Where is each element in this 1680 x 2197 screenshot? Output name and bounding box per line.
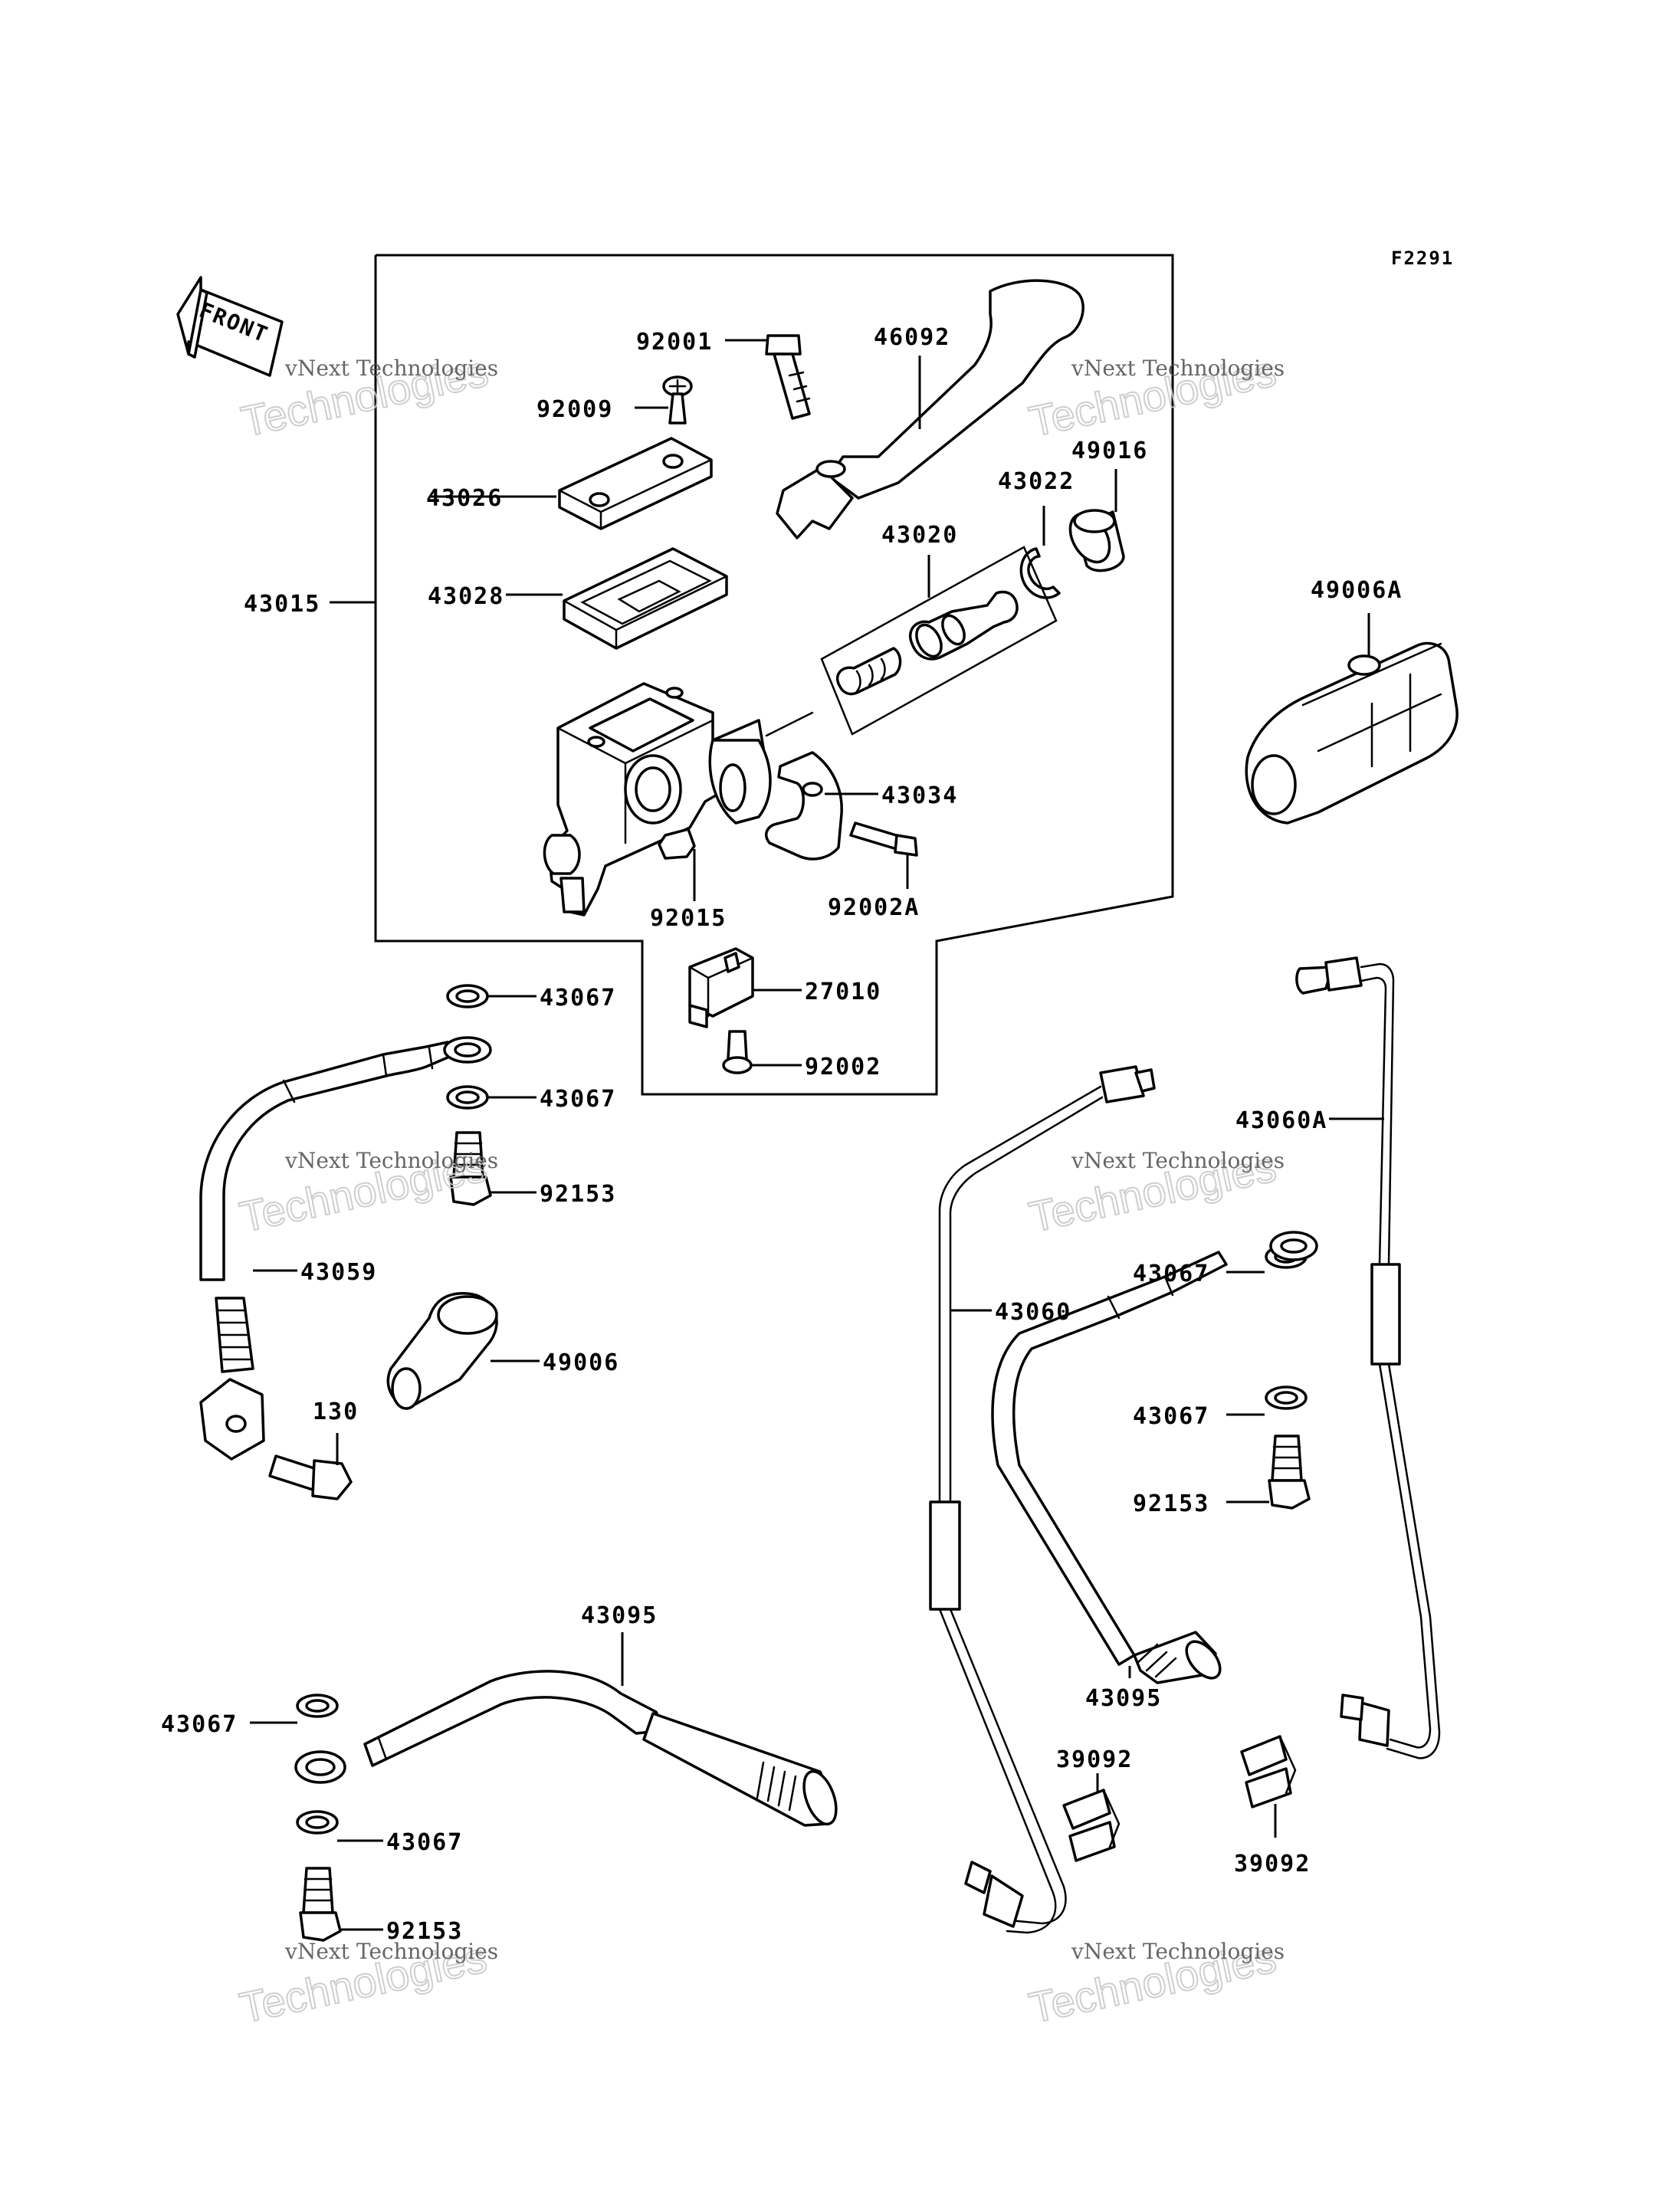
boot-49006-part [386, 1292, 498, 1410]
label-92002: 92002 [805, 1054, 881, 1080]
label-43095-b: 43095 [1085, 1685, 1162, 1712]
diaphragm-43028-part [563, 547, 728, 650]
label-43026: 43026 [426, 485, 503, 512]
label-43067-c: 43067 [1133, 1261, 1209, 1287]
nut-92015-part [658, 828, 696, 860]
assembly-outline [374, 254, 1174, 1096]
label-43059: 43059 [300, 1259, 377, 1286]
watermark-mid-right: Technologies vNext Technologies [1024, 1141, 1285, 1242]
label-43034: 43034 [881, 782, 958, 809]
label-43067-a: 43067 [540, 985, 616, 1012]
bolt-130-part [268, 1454, 353, 1500]
watermark-top-right: Technologies vNext Technologies [1024, 346, 1285, 447]
svg-text:vNext Technologies: vNext Technologies [1071, 1148, 1285, 1173]
label-43067-f: 43067 [386, 1829, 463, 1856]
switch-27010-part [688, 947, 754, 1028]
label-27010: 27010 [805, 979, 881, 1005]
pipe-43060A-part [1295, 956, 1441, 1759]
banjo-bolt-92153-part [299, 1131, 1311, 1942]
piston-kit-43020-part [820, 546, 1058, 736]
label-43022: 43022 [998, 468, 1075, 495]
cap-43026-part [558, 437, 713, 530]
label-92002A: 92002A [828, 894, 920, 921]
watermark-mid-left: Technologies vNext Technologies [235, 1141, 498, 1242]
svg-text:vNext Technologies: vNext Technologies [284, 1148, 498, 1173]
label-92015: 92015 [650, 905, 727, 932]
leader-lines [250, 339, 1384, 1931]
label-92009: 92009 [536, 396, 613, 423]
boot-49016-part [1068, 509, 1125, 572]
master-cylinder-part [543, 682, 814, 917]
clamp-43034-part [765, 751, 843, 861]
front-arrow-icon: FRONT [176, 276, 284, 377]
bolt-92001-part [765, 334, 811, 420]
label-43060: 43060 [995, 1299, 1071, 1326]
label-43020: 43020 [881, 522, 958, 549]
label-43067-b: 43067 [540, 1086, 616, 1113]
hose-43095-right-part [991, 1231, 1318, 1684]
pipe-43060-part [929, 1065, 1156, 1934]
watermark-bottom-right: Technologies vNext Technologies [1024, 1932, 1285, 2033]
svg-text:vNext Technologies: vNext Technologies [1071, 356, 1285, 381]
screw-92002-part [722, 1030, 753, 1074]
part-labels: 92001 46092 92009 43026 49016 43022 4302… [161, 324, 1403, 1945]
label-49016: 49016 [1071, 438, 1148, 464]
label-130: 130 [313, 1399, 359, 1425]
label-43067-d: 43067 [1133, 1403, 1209, 1430]
label-43028: 43028 [428, 583, 504, 610]
svg-text:vNext Technologies: vNext Technologies [284, 356, 498, 381]
label-49006A: 49006A [1311, 577, 1403, 604]
bolt-92002A-part [849, 821, 918, 857]
label-92153-b: 92153 [1133, 1490, 1209, 1517]
svg-text:vNext Technologies: vNext Technologies [284, 1939, 498, 1964]
label-49006: 49006 [543, 1349, 619, 1376]
diagram-code: F2291 [1391, 248, 1454, 269]
screw-92009-part [662, 375, 693, 425]
label-43015: 43015 [244, 591, 320, 618]
lever-46092-part [776, 279, 1084, 539]
label-43067-e: 43067 [161, 1711, 238, 1738]
label-43060A: 43060A [1235, 1107, 1327, 1134]
label-92001: 92001 [636, 329, 713, 356]
label-39092-b: 39092 [1234, 1851, 1311, 1877]
label-39092-a: 39092 [1056, 1746, 1133, 1773]
hose-43059-part [199, 1036, 492, 1461]
svg-text:vNext Technologies: vNext Technologies [1071, 1939, 1285, 1964]
hose-43095-left-part [294, 1670, 838, 1827]
clip-39092-part [1062, 1735, 1297, 1862]
label-92153-c: 92153 [386, 1918, 463, 1945]
cover-49006A-part [1245, 641, 1459, 825]
label-92153-a: 92153 [540, 1181, 616, 1208]
label-43095-a: 43095 [581, 1602, 658, 1629]
label-46092: 46092 [874, 324, 950, 351]
washer-43067-part [296, 984, 1308, 1835]
watermark-top-left: Technologies vNext Technologies [236, 346, 498, 447]
watermark-bottom-left: Technologies vNext Technologies [235, 1932, 498, 2033]
